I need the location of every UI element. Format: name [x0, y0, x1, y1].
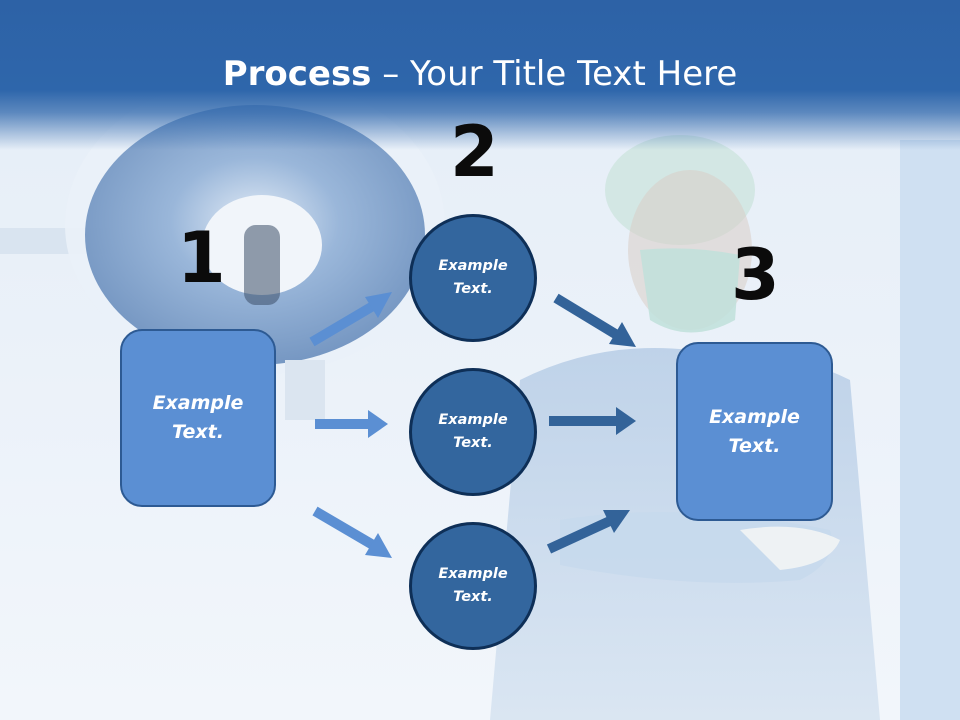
arrow-left-to-middle — [315, 410, 388, 438]
step-number-2: 2 — [450, 111, 499, 193]
slide-title: Process – Your Title Text Here — [0, 52, 960, 96]
process-circle-middle: Example Text. — [409, 368, 537, 496]
arrow-middle-to-right — [549, 407, 636, 435]
title-strong: Process — [222, 54, 372, 94]
step-number-1: 1 — [177, 217, 226, 299]
arrow-left-to-bottom — [312, 506, 392, 558]
process-box-left-text: Example Text. — [152, 392, 244, 443]
process-circle-top-text: Example Text. — [438, 258, 508, 297]
process-circle-middle-text: Example Text. — [438, 412, 508, 451]
step-number-3: 3 — [731, 234, 780, 316]
title-rest: – Your Title Text Here — [371, 54, 738, 94]
process-circle-bottom-text: Example Text. — [438, 566, 508, 605]
arrow-left-to-top — [309, 292, 392, 347]
arrow-bottom-to-right — [546, 510, 630, 554]
header-band — [0, 0, 960, 150]
arrow-top-to-right — [553, 293, 636, 347]
process-box-left: Example Text. — [120, 329, 276, 507]
process-circle-top: Example Text. — [409, 214, 537, 342]
process-box-right: Example Text. — [676, 342, 833, 521]
process-circle-bottom: Example Text. — [409, 522, 537, 650]
process-box-right-text: Example Text. — [709, 405, 800, 457]
